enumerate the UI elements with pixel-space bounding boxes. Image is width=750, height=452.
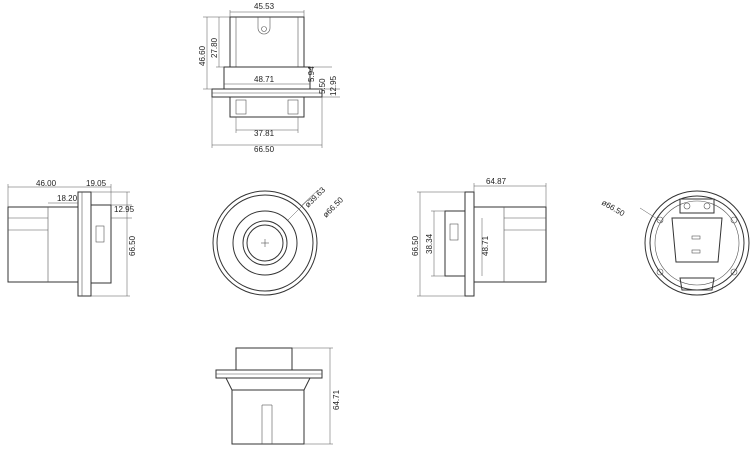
- dim-back-outer-dia: ø66.50: [600, 198, 627, 219]
- back-view-outer-circle: [644, 190, 750, 296]
- dim-top-width: 45.53: [254, 2, 275, 11]
- dim-left-height: 66.50: [128, 235, 137, 256]
- left-view: 46.00 19.05 18.20 12.95 66.50: [7, 179, 137, 297]
- bottom-view-body: [231, 389, 305, 445]
- front-view: ø39.63 ø66.50: [212, 185, 345, 296]
- dim-right-depth: 64.87: [486, 177, 507, 186]
- bottom-view: 64.71: [215, 347, 341, 445]
- dim-flange-width: 48.71: [254, 75, 275, 84]
- right-view-flange: [464, 191, 475, 297]
- front-view-outer-circle: [212, 190, 318, 296]
- dim-front-outer-dia: ø66.50: [321, 195, 345, 219]
- dim-left-inner: 18.20: [57, 194, 78, 203]
- dim-flange-a: 5.94: [307, 66, 316, 82]
- dim-left-flange-depth: 19.05: [86, 179, 107, 188]
- right-view: 64.87 66.50 38.34 48.71: [411, 177, 547, 297]
- dim-body-height: 27.80: [210, 37, 219, 58]
- dim-left-flange-thk: 12.95: [114, 205, 135, 214]
- dim-overall-width: 66.50: [254, 145, 275, 154]
- dim-left-depth: 46.00: [36, 179, 57, 188]
- dim-right-inner-b: 48.71: [481, 235, 490, 256]
- back-view: ø66.50: [600, 190, 750, 296]
- dim-overall-height: 46.60: [198, 45, 207, 66]
- dim-front-inner-dia: ø39.63: [303, 185, 327, 209]
- dim-bottom-height: 64.71: [332, 389, 341, 410]
- top-view: 45.53 46.60 27.80 48.71 5.94 5.50 12.95 …: [198, 2, 340, 154]
- dim-right-height: 66.50: [411, 235, 420, 256]
- dim-flange-b: 5.50: [318, 78, 327, 94]
- top-view-base: [229, 96, 305, 118]
- dim-base-width: 37.81: [254, 129, 275, 138]
- left-view-flange: [77, 191, 92, 297]
- top-view-body: [229, 16, 305, 68]
- right-view-body: [473, 206, 547, 283]
- dim-right-inner-a: 38.34: [425, 233, 434, 254]
- dim-flange-c: 12.95: [329, 75, 338, 96]
- front-view-inner-circle: [232, 210, 298, 276]
